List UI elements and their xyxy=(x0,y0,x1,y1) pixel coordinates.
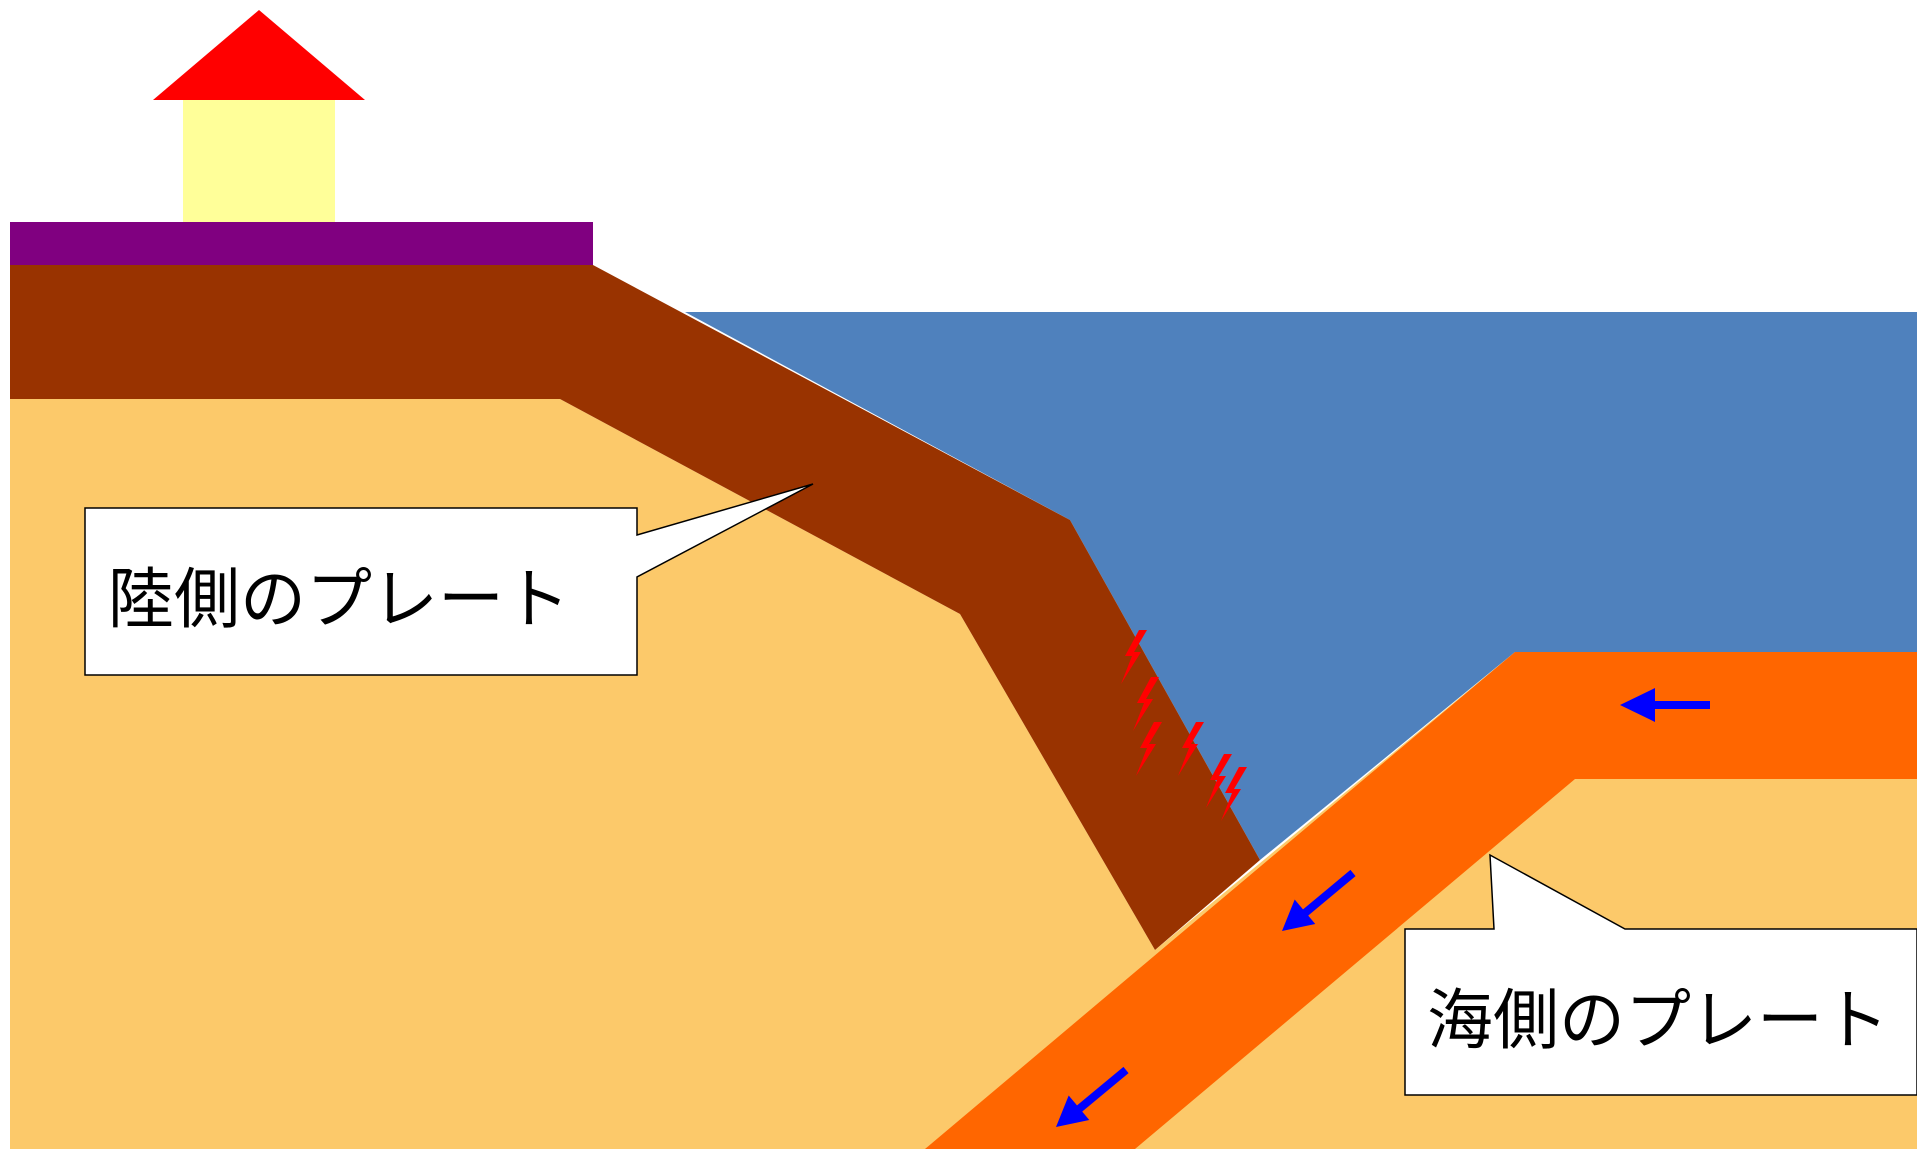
ocean-plate xyxy=(925,652,1917,1149)
motion-arrow-icon xyxy=(1282,869,1356,931)
surface-layer xyxy=(10,222,593,265)
lightning-icon xyxy=(1121,630,1147,684)
lightning-icon xyxy=(1221,767,1247,821)
ocean-plate-callout: 海側のプレート xyxy=(1404,853,1917,1096)
land-plate-callout-box xyxy=(84,483,814,676)
land-plate-label: 陸側のプレート xyxy=(108,561,570,638)
sea xyxy=(685,312,1917,860)
motion-arrow-icon xyxy=(1620,688,1710,722)
house-roof xyxy=(153,10,365,100)
land-plate-callout: 陸側のプレート xyxy=(84,483,814,676)
ocean-plate-label: 海側のプレート xyxy=(1427,982,1889,1059)
earthquake-marks xyxy=(1121,630,1247,821)
land-plate xyxy=(10,265,1260,950)
lightning-icon xyxy=(1133,677,1159,731)
motion-arrows xyxy=(1056,688,1710,1127)
lightning-icon xyxy=(1178,722,1204,776)
ocean-plate-callout-box xyxy=(1404,853,1917,1096)
lightning-icon xyxy=(1136,722,1162,776)
house-icon xyxy=(153,10,365,222)
lightning-icon xyxy=(1206,754,1232,808)
motion-arrow-icon xyxy=(1056,1066,1129,1127)
house-wall xyxy=(183,100,335,222)
